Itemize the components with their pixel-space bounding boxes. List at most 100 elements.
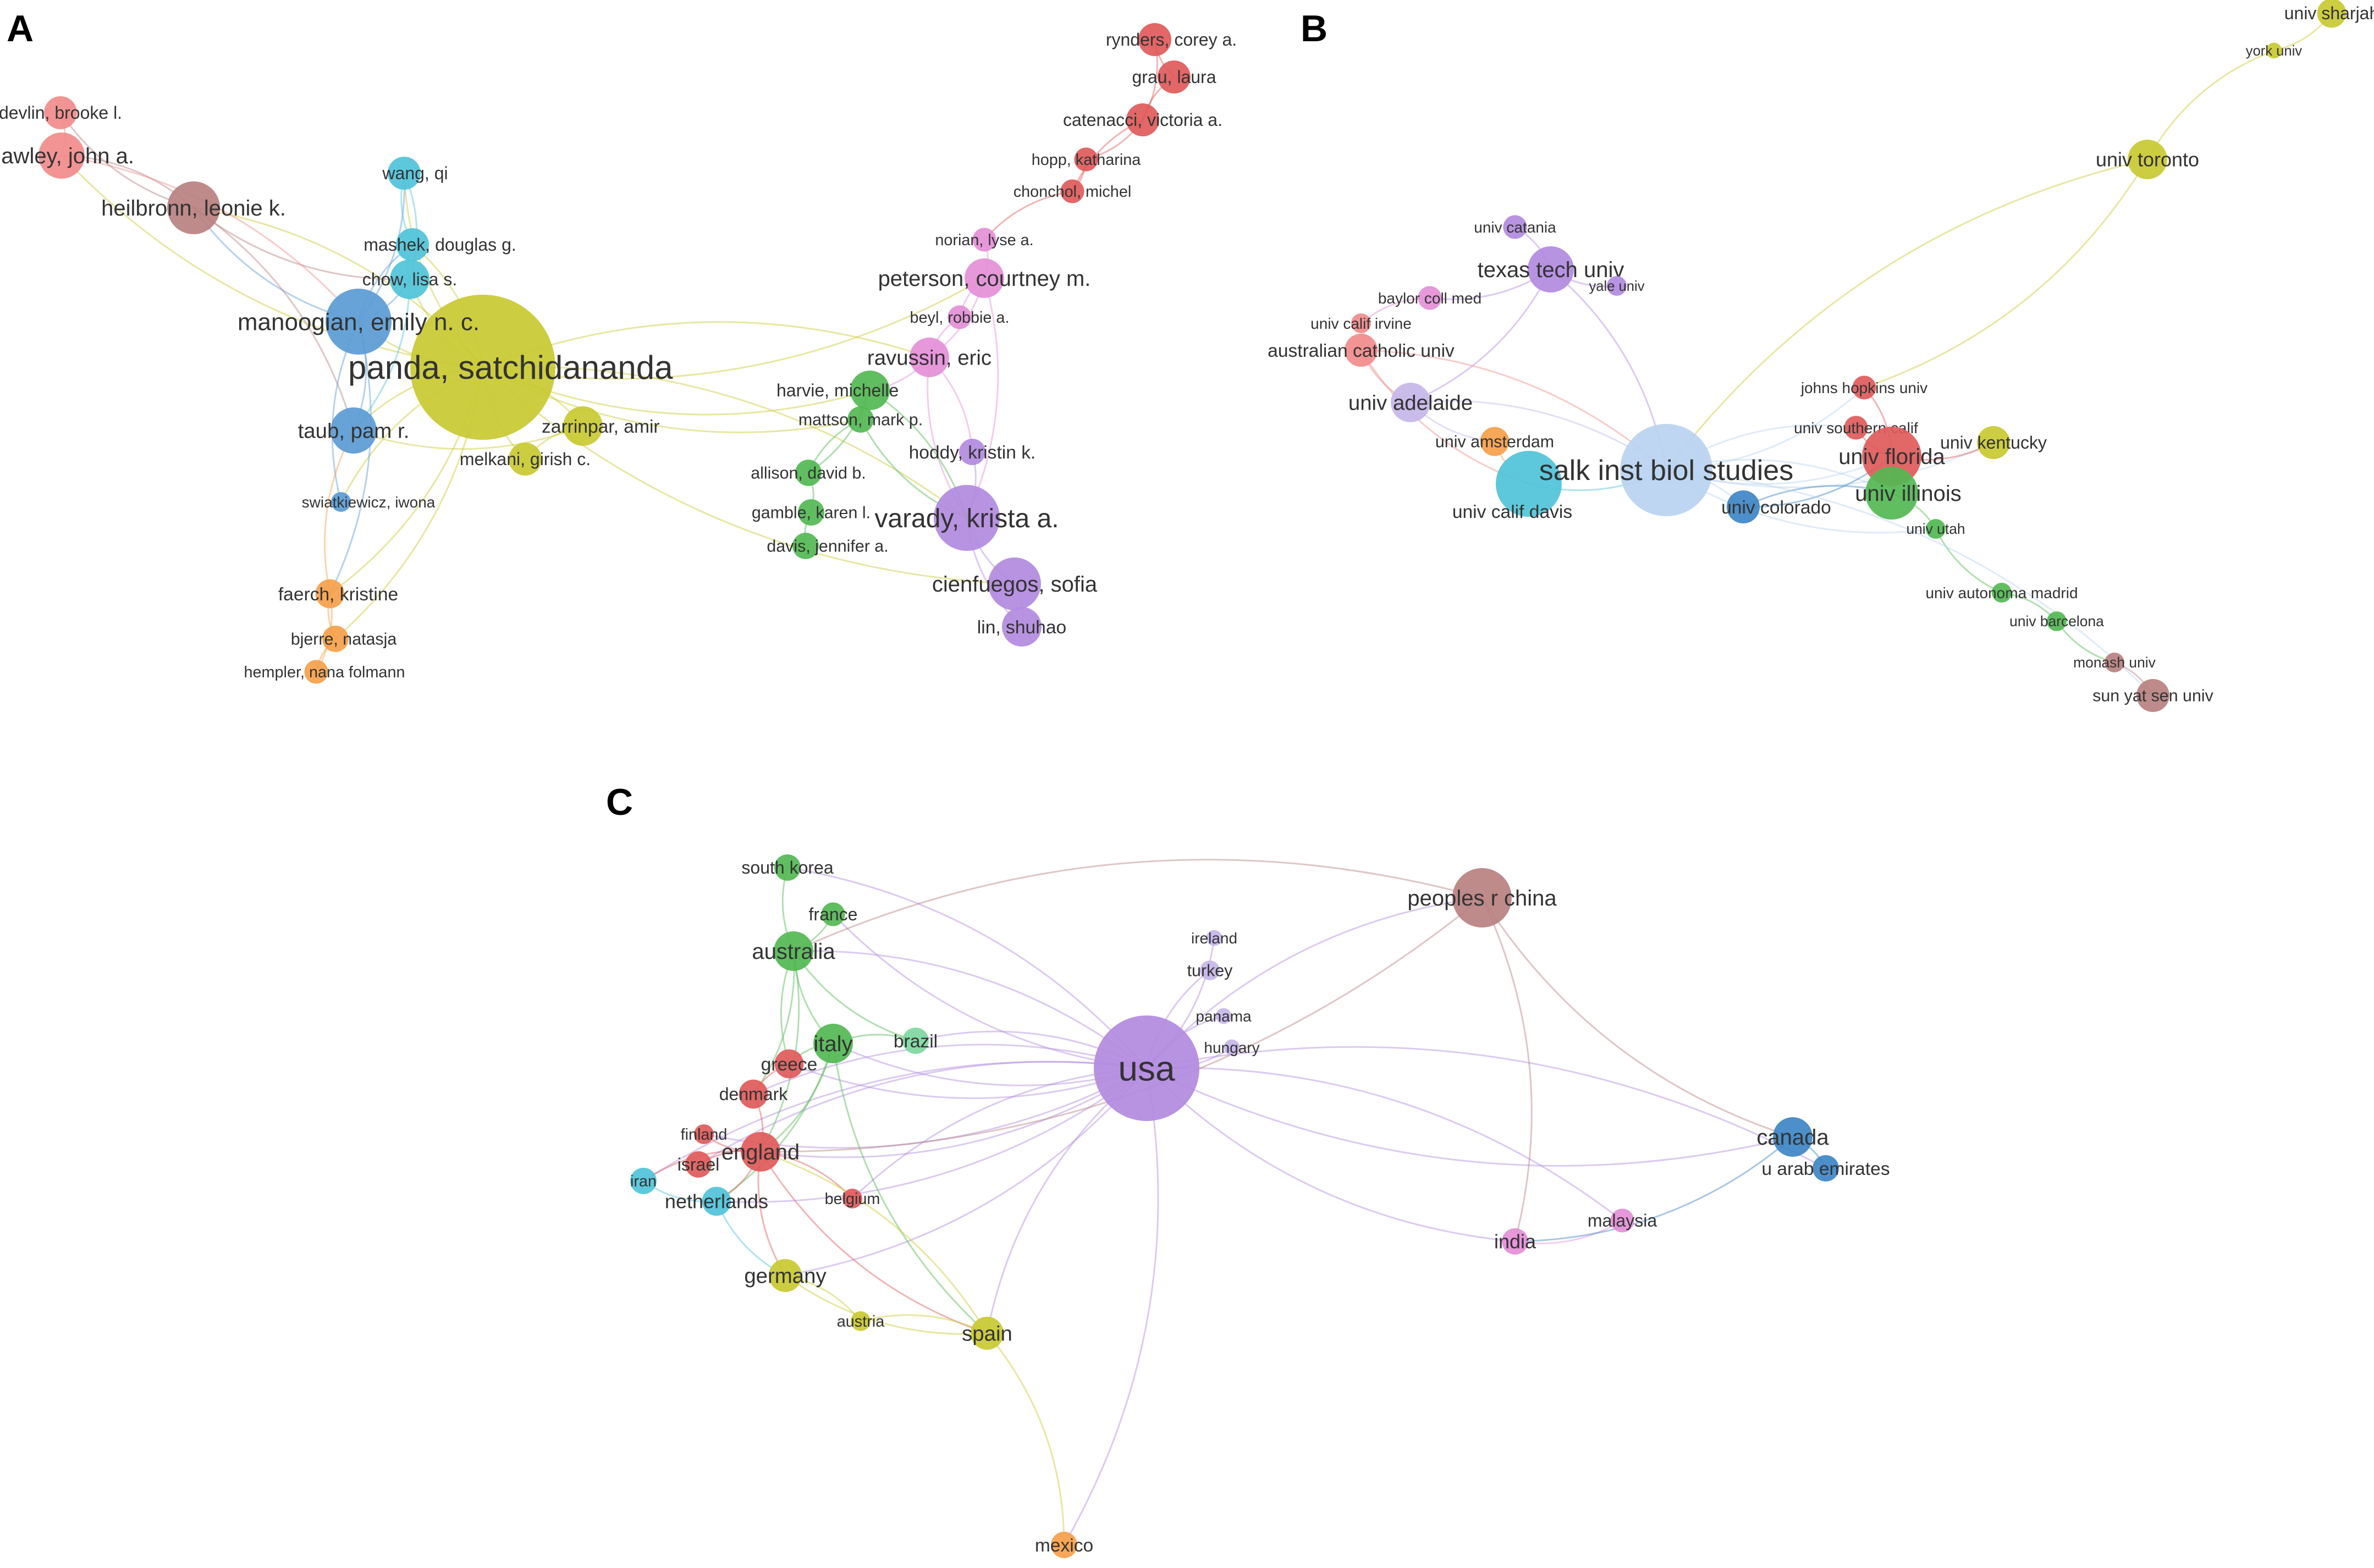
network-link bbox=[643, 1061, 1147, 1182]
network-link bbox=[785, 1274, 988, 1335]
network-link bbox=[1666, 469, 2154, 697]
node-label: univ amsterdam bbox=[1435, 433, 1554, 451]
network-link bbox=[1665, 158, 2148, 471]
node-label: sun yat sen univ bbox=[2092, 687, 2213, 705]
network-node bbox=[390, 260, 429, 299]
node-label: netherlands bbox=[665, 1190, 768, 1213]
node-label: univ illinois bbox=[1855, 482, 1961, 506]
network-node bbox=[685, 1151, 712, 1178]
network-node bbox=[795, 460, 822, 486]
node-label: univ autonoma madrid bbox=[1925, 584, 2078, 601]
network-node bbox=[774, 1049, 804, 1079]
node-label: lin, shuhao bbox=[977, 617, 1066, 638]
network-node bbox=[1992, 583, 2012, 603]
network-link bbox=[1360, 349, 1667, 471]
network-link bbox=[759, 1151, 988, 1334]
network-node bbox=[694, 1124, 714, 1144]
network-node bbox=[1158, 60, 1191, 93]
network-link bbox=[1146, 1046, 1826, 1169]
network-link bbox=[1514, 1136, 1793, 1243]
node-label: ravussin, eric bbox=[867, 346, 992, 369]
node-label: salk inst biol studies bbox=[1539, 455, 1793, 487]
node-label: allison, david b. bbox=[751, 464, 866, 483]
network-node bbox=[1206, 930, 1222, 946]
network-node bbox=[1126, 103, 1159, 136]
network-node bbox=[322, 626, 349, 652]
panel-a-letter: A bbox=[7, 8, 34, 49]
node-label: chonchol, michel bbox=[1014, 183, 1132, 201]
node-label: univ calif davis bbox=[1452, 502, 1572, 522]
node-label: melkani, girish c. bbox=[460, 449, 591, 469]
node-label: monash univ bbox=[2073, 654, 2156, 671]
network-node bbox=[2266, 42, 2282, 59]
node-label: harvie, michelle bbox=[776, 380, 899, 400]
network-link bbox=[832, 1043, 988, 1334]
network-link bbox=[323, 430, 355, 594]
node-label: davis, jennifer a. bbox=[767, 537, 888, 556]
node-label: univ toronto bbox=[2096, 148, 2199, 171]
network-link bbox=[785, 1068, 1148, 1277]
network-node bbox=[1002, 607, 1042, 647]
network-link bbox=[2146, 49, 2274, 160]
network-link bbox=[61, 154, 360, 322]
node-label: univ barcelona bbox=[2009, 613, 2104, 630]
node-label: yale univ bbox=[1589, 279, 1644, 294]
node-label: germany bbox=[744, 1264, 827, 1288]
network-node bbox=[813, 1024, 853, 1063]
network-node bbox=[630, 1168, 657, 1194]
network-link bbox=[1146, 1067, 1793, 1167]
network-node bbox=[741, 1132, 780, 1172]
network-node bbox=[2128, 140, 2167, 179]
network-link bbox=[753, 1044, 1147, 1095]
network-node bbox=[563, 406, 603, 446]
network-link bbox=[329, 321, 372, 594]
network-node bbox=[410, 295, 555, 440]
node-label: chow, lisa s. bbox=[362, 269, 458, 289]
network-node bbox=[1345, 334, 1378, 367]
network-node bbox=[934, 485, 1000, 551]
network-node bbox=[774, 931, 813, 971]
network-link bbox=[716, 1043, 834, 1202]
node-label: panama bbox=[1196, 1008, 1252, 1025]
network-node bbox=[1060, 179, 1084, 203]
network-node bbox=[1607, 276, 1627, 296]
network-node bbox=[396, 228, 429, 261]
node-label: spain bbox=[962, 1322, 1012, 1345]
network-node bbox=[1094, 1015, 1199, 1121]
node-label: australia bbox=[752, 940, 835, 964]
network-link bbox=[792, 951, 916, 1042]
node-label: australian catholic univ bbox=[1268, 341, 1455, 361]
network-link bbox=[482, 366, 967, 519]
network-node bbox=[326, 289, 392, 355]
node-label: univ adelaide bbox=[1348, 391, 1473, 415]
network-node bbox=[850, 371, 890, 410]
network-node bbox=[1452, 868, 1512, 927]
node-label: manoogian, emily n. c. bbox=[238, 308, 480, 335]
network-node bbox=[1502, 1228, 1528, 1255]
network-node bbox=[702, 1186, 731, 1216]
node-label: malaysia bbox=[1588, 1211, 1657, 1230]
node-label: hungary bbox=[1204, 1039, 1259, 1056]
network-node bbox=[2317, 0, 2347, 28]
network-link bbox=[482, 366, 1015, 585]
node-label: cienfuegos, sofia bbox=[932, 572, 1098, 597]
network-node bbox=[1138, 23, 1171, 56]
network-node bbox=[1852, 376, 1876, 400]
network-node bbox=[1418, 286, 1442, 310]
network-node bbox=[1496, 451, 1562, 517]
network-node bbox=[44, 96, 77, 129]
network-link bbox=[789, 1063, 1147, 1100]
node-label: denmark bbox=[719, 1084, 789, 1104]
node-label: varady, krista a. bbox=[874, 504, 1059, 533]
node-label: johns hopkins univ bbox=[1800, 379, 1927, 396]
network-node bbox=[1503, 215, 1527, 239]
network-node bbox=[509, 443, 542, 476]
node-label: univ calif irvine bbox=[1310, 315, 1412, 332]
network-node bbox=[1862, 427, 1921, 486]
network-link bbox=[1146, 1067, 1623, 1222]
